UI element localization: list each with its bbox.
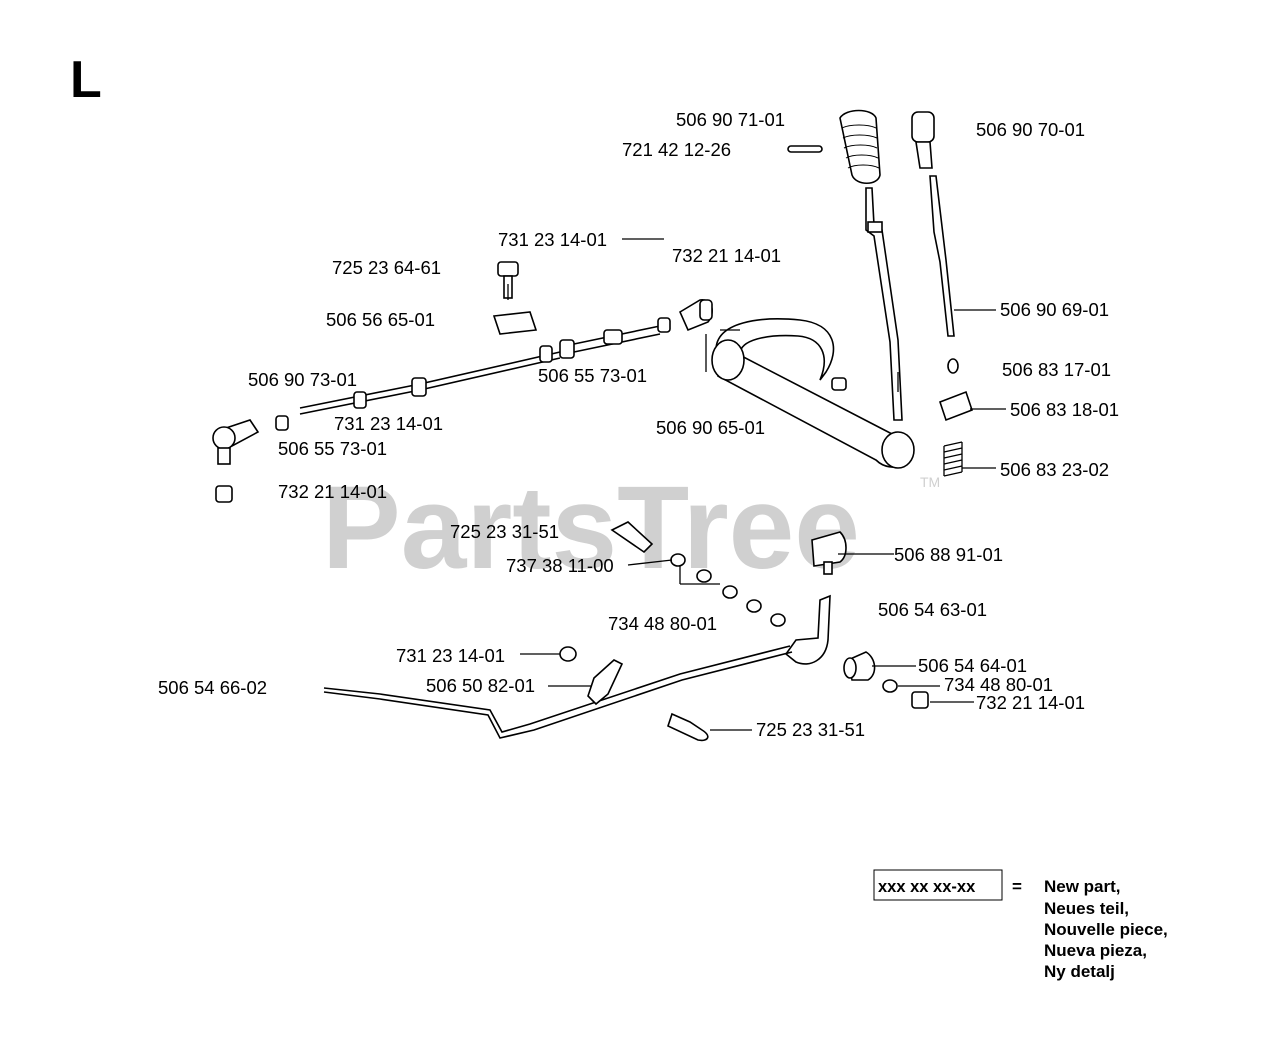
small-knob (911, 111, 935, 169)
part-label: 506 83 23-02 (1000, 459, 1109, 480)
lever-knob (787, 109, 881, 185)
part-label: 731 23 14-01 (498, 229, 607, 250)
legend-line: New part, (1044, 877, 1121, 896)
part-label: 737 38 11-00 (506, 555, 614, 576)
part-label: 732 21 14-01 (976, 692, 1085, 713)
part-label: 506 55 73-01 (538, 365, 647, 386)
spring (943, 441, 963, 477)
watermark-trademark: TM (920, 474, 940, 490)
part-label: 731 23 14-01 (396, 645, 505, 666)
part-label: 506 83 18-01 (1010, 399, 1119, 420)
legend-line: Ny detalj (1044, 962, 1115, 981)
part-label: 721 42 12-26 (622, 139, 731, 160)
part-label: 725 23 31-51 (450, 521, 559, 542)
lever-bracket (711, 318, 915, 469)
part-label: 506 90 70-01 (976, 119, 1085, 140)
part-label: 506 54 66-02 (158, 677, 267, 698)
legend-line: Nouvelle piece, (1044, 920, 1168, 939)
upper-cable (212, 299, 713, 503)
part-label: 506 50 82-01 (426, 675, 535, 696)
lower-cable (323, 645, 793, 739)
part-label: 506 88 91-01 (894, 544, 1003, 565)
exploded-view-drawing (212, 109, 1006, 742)
part-label: 506 54 63-01 (878, 599, 987, 620)
part-label: 506 55 73-01 (278, 438, 387, 459)
leader-lines (507, 238, 1006, 731)
part-label: 731 23 14-01 (334, 413, 443, 434)
part-label: 506 56 65-01 (326, 309, 435, 330)
part-label: 506 54 64-01 (918, 655, 1027, 676)
part-label: 734 48 80-01 (944, 674, 1053, 695)
part-labels: 506 90 71-01 721 42 12-26 506 90 70-01 7… (158, 109, 1119, 740)
part-label: 506 90 65-01 (656, 417, 765, 438)
part-label: 734 48 80-01 (608, 613, 717, 634)
part-label: 506 90 69-01 (1000, 299, 1109, 320)
legend-code-box (873, 869, 1003, 901)
part-label: 506 90 73-01 (248, 369, 357, 390)
part-label: 732 21 14-01 (672, 245, 781, 266)
legend-equals: = (1012, 877, 1022, 896)
part-label: 506 90 71-01 (676, 109, 785, 130)
watermark: PartsTree TM (322, 462, 940, 594)
part-label: 725 23 64-61 (332, 257, 441, 278)
part-label: 732 21 14-01 (278, 481, 387, 502)
legend-line: Nueva pieza, (1044, 941, 1147, 960)
part-label: 725 23 31-51 (756, 719, 865, 740)
legend-code: xxx xx xx-xx (878, 878, 976, 896)
legend: xxx xx xx-xx = New part, Neues teil, Nou… (873, 869, 1168, 981)
section-letter: L (70, 51, 102, 109)
watermark-text: PartsTree (322, 462, 860, 594)
legend-line: Neues teil, (1044, 899, 1129, 918)
part-label: 506 83 17-01 (1002, 359, 1111, 380)
